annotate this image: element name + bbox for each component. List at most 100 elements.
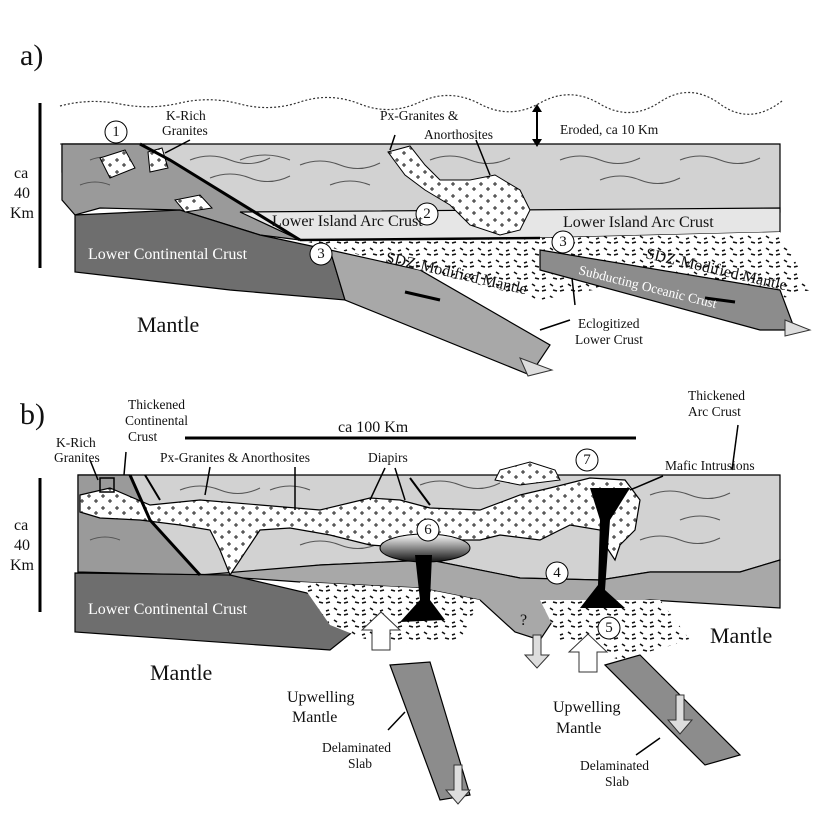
down-arrow-a2	[784, 319, 812, 337]
suture-fault-b	[128, 474, 202, 577]
subducting-oceanic-crust	[539, 249, 796, 331]
marker-5	[597, 616, 621, 640]
marker-7	[575, 448, 599, 472]
k-rich-pointer-b	[89, 459, 99, 481]
k-rich-label-a-1: K-Rich	[166, 108, 206, 123]
marker-4-text: 4	[553, 565, 561, 581]
upwelling-label-right-2: Mantle	[556, 720, 601, 737]
px-pointer-1	[389, 134, 396, 151]
k-granite-pointer	[164, 139, 191, 154]
down-arrow-a1	[519, 357, 554, 377]
diapir-pointer-1	[369, 467, 386, 501]
question-mark: ?	[520, 612, 527, 629]
granite-top-pod	[494, 461, 561, 486]
upwelling-zone-left	[300, 582, 480, 645]
thick-cont-label-1: Thickened	[128, 397, 185, 412]
thickness-km-b: Km	[10, 557, 35, 574]
panel-b: b)	[10, 388, 781, 805]
sinking-arrow-middle	[523, 634, 551, 669]
upwelling-arrow-right	[567, 633, 609, 673]
eroded-surface-line	[59, 91, 783, 115]
delaminated-label-right-2: Slab	[605, 774, 629, 789]
marker-2	[415, 202, 439, 226]
continental-slab-a	[329, 249, 551, 376]
motion-arrow-a2	[704, 296, 736, 304]
marker-3-right-text: 3	[559, 234, 567, 250]
eclogite-pointer-1	[571, 277, 576, 306]
marker-6	[416, 518, 440, 542]
delaminated-slab-left	[389, 661, 471, 801]
k-granite-body-3	[174, 194, 214, 213]
eclogite-pointer-2	[539, 319, 571, 331]
thickness-ca-a: ca	[14, 165, 28, 182]
panel-a-label: a)	[20, 39, 43, 72]
k-granite-body-1	[99, 149, 136, 179]
delaminated-label-right-1: Delaminated	[580, 758, 649, 773]
mantle-label-b-right: Mantle	[710, 623, 772, 648]
eclogitized-label-1: Eclogitized	[578, 316, 640, 331]
marker-3-left-text: 3	[317, 246, 325, 262]
delaminated-slab-right	[603, 654, 742, 766]
px-label-a-1: Px-Granites &	[380, 108, 459, 123]
marker-1	[104, 120, 128, 144]
px-pointer-2	[475, 139, 491, 176]
marker-2-text: 2	[423, 206, 431, 222]
mantle-label-b-left: Mantle	[150, 660, 212, 685]
upwelling-label-left-1: Upwelling	[287, 689, 355, 706]
marker-7-text: 7	[583, 452, 591, 468]
diapir-fault-b	[409, 477, 431, 506]
delaminated-label-left-1: Delaminated	[322, 740, 391, 755]
scale-label: ca 100 Km	[338, 419, 409, 436]
thickness-40-a: 40	[14, 185, 30, 202]
decollement-a	[299, 236, 541, 242]
eroded-label: Eroded, ca 10 Km	[560, 122, 659, 137]
mafic-intrusion-right	[580, 488, 630, 608]
lower-island-arc-label-left: Lower Island Arc Crust	[272, 213, 423, 230]
lower-continental-label-b: Lower Continental Crust	[88, 601, 248, 618]
panel-a: a)	[10, 39, 812, 377]
thickened-arc-pointer	[731, 424, 739, 471]
lower-island-arc-label-right: Lower Island Arc Crust	[563, 214, 714, 231]
thickness-km-a: Km	[10, 205, 35, 222]
suture-fault-a	[139, 142, 301, 242]
eclogitized-label-2: Lower Crust	[575, 332, 643, 347]
delaminated-label-left-2: Slab	[348, 756, 372, 771]
sinking-arrow-left	[444, 764, 472, 805]
delaminated-pointer-left	[387, 711, 406, 731]
marker-6-text: 6	[424, 522, 432, 538]
diapirs-label: Diapirs	[368, 450, 408, 465]
mafic-label: Mafic Intrusions	[665, 458, 755, 473]
k-rich-label-a-2: Granites	[162, 123, 208, 138]
delaminated-pointer-right	[635, 737, 661, 756]
thick-arc-label-1: Thickened	[688, 388, 745, 403]
thick-cont-label-3: Crust	[128, 429, 158, 444]
px-label-a-2: Anorthosites	[424, 127, 493, 142]
mafic-pointer	[629, 475, 664, 491]
mantle-label-a: Mantle	[137, 312, 199, 337]
px-label-b: Px-Granites & Anorthosites	[160, 450, 310, 465]
diapir-pointer-2	[394, 467, 406, 501]
thick-arc-label-2: Arc Crust	[688, 404, 741, 419]
marker-1-text: 1	[112, 124, 120, 140]
marker-3-right	[551, 230, 575, 254]
upwelling-arrow-left	[360, 611, 402, 651]
marker-3-left	[309, 242, 333, 266]
px-granite-body	[387, 145, 531, 236]
motion-arrow-a	[404, 290, 441, 302]
thickness-ca-b: ca	[14, 517, 28, 534]
sinking-arrow-right	[666, 694, 694, 735]
thick-cont-label-2: Continental	[125, 413, 188, 428]
upwelling-label-right-1: Upwelling	[553, 699, 621, 716]
k-rich-label-b-1: K-Rich	[56, 435, 96, 450]
foliation-lines-b	[89, 480, 731, 549]
mafic-intrusion-left	[400, 555, 445, 622]
foliation-lines	[79, 154, 761, 186]
secondary-fault-b	[144, 474, 161, 501]
lower-continental-label-a: Lower Continental Crust	[88, 246, 248, 263]
panel-b-label: b)	[20, 398, 45, 431]
thickened-crust-pointer	[123, 451, 127, 476]
px-pointer-b1	[204, 466, 211, 496]
marker-5-text: 5	[605, 620, 613, 636]
k-granite-body-2	[147, 147, 169, 173]
